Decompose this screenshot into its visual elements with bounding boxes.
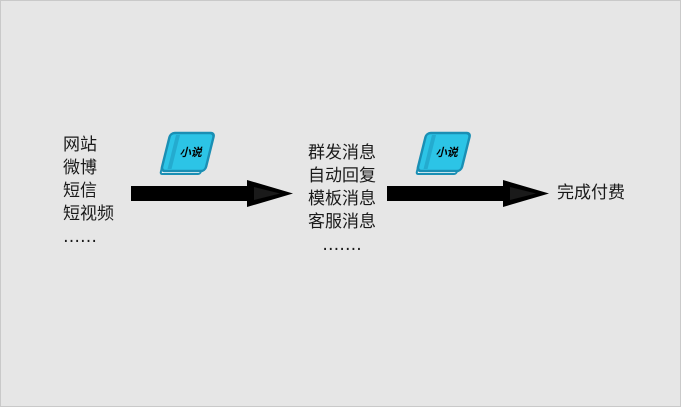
source-item: 短信 <box>63 181 97 201</box>
outcome-label: 完成付费 <box>557 182 625 205</box>
source-item: 微博 <box>63 158 97 178</box>
flow-arrow-2 <box>387 180 549 207</box>
book-icon: 小说 <box>159 131 215 175</box>
channel-list: 群发消息 自动回复 模板消息 客服消息 ……. <box>299 142 385 257</box>
book-icon: 小说 <box>415 131 471 175</box>
channel-item: 群发消息 <box>308 143 376 163</box>
channel-item: ……. <box>322 235 362 255</box>
book-label: 小说 <box>434 145 460 159</box>
source-list: 网站 微博 短信 短视频 …… <box>63 134 114 249</box>
source-item: 短视频 <box>63 204 114 224</box>
channel-item: 模板消息 <box>308 189 376 209</box>
book-label: 小说 <box>178 145 204 159</box>
source-item: 网站 <box>63 135 97 155</box>
source-item: …… <box>63 227 97 247</box>
outcome-text: 完成付费 <box>557 183 625 203</box>
channel-item: 自动回复 <box>308 166 376 186</box>
flow-arrow-1 <box>131 180 293 207</box>
channel-item: 客服消息 <box>308 212 376 232</box>
